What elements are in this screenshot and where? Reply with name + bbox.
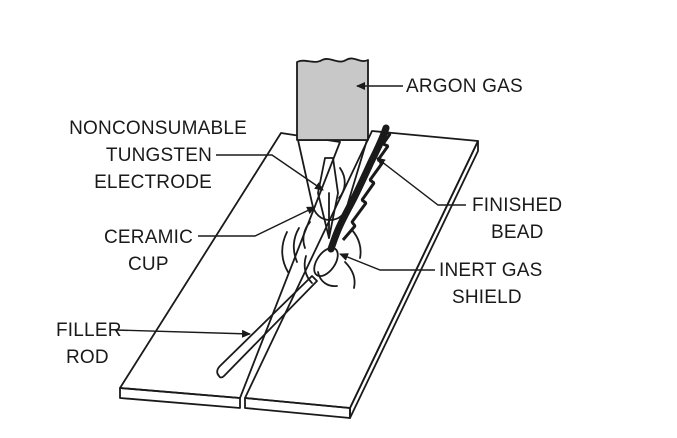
filler-rod — [216, 275, 318, 379]
label-electrode-line1: NONCONSUMABLE — [69, 118, 247, 139]
label-inert-gas-line2: SHIELD — [452, 287, 522, 308]
label-electrode-line3: ELECTRODE — [94, 172, 212, 193]
label-argon-gas: ARGON GAS — [406, 76, 523, 97]
finished-bead — [327, 124, 392, 253]
inert-gas-shield — [281, 221, 362, 289]
weld-puddle — [313, 247, 339, 277]
label-finished-bead-line1: FINISHED — [472, 195, 562, 216]
leader-lines — [114, 82, 466, 338]
label-filler-rod-line1: FILLER — [56, 320, 122, 341]
label-filler-rod-line2: ROD — [66, 347, 109, 368]
left-base-plate — [119, 132, 341, 409]
labels: ARGON GAS NONCONSUMABLE TUNGSTEN ELECTRO… — [56, 76, 562, 368]
label-ceramic-cup-line1: CERAMIC — [104, 227, 193, 248]
torch-body — [296, 57, 369, 141]
label-electrode-line2: TUNGSTEN — [106, 145, 212, 166]
label-inert-gas-line1: INERT GAS — [439, 260, 543, 281]
label-ceramic-cup-line2: CUP — [128, 254, 169, 275]
label-finished-bead-line2: BEAD — [491, 222, 544, 243]
